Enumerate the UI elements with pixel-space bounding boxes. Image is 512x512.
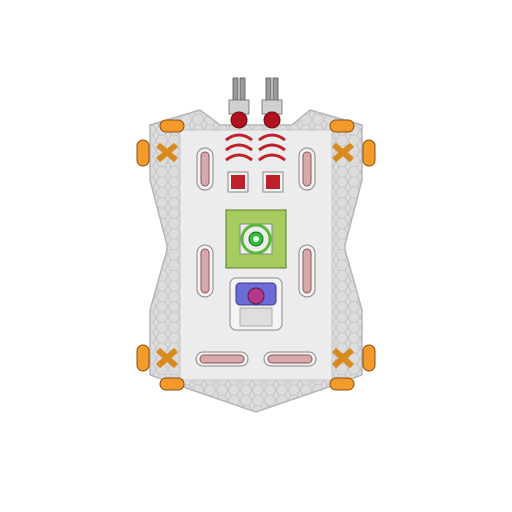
thruster-top-left: [136, 119, 185, 167]
thruster-bottom-left: [136, 344, 185, 391]
crew-modules-top: [227, 171, 284, 193]
red-coil-stacks: [225, 133, 286, 162]
blue-reactor-module: [229, 277, 283, 331]
twin-cannon: [228, 77, 283, 129]
central-green-core: [225, 209, 287, 269]
corner-thrusters: [136, 119, 376, 391]
thruster-top-right: [329, 119, 376, 167]
thruster-bottom-right: [329, 344, 376, 391]
crew-pods: [196, 147, 316, 298]
bottom-crew-pods: [195, 351, 317, 367]
